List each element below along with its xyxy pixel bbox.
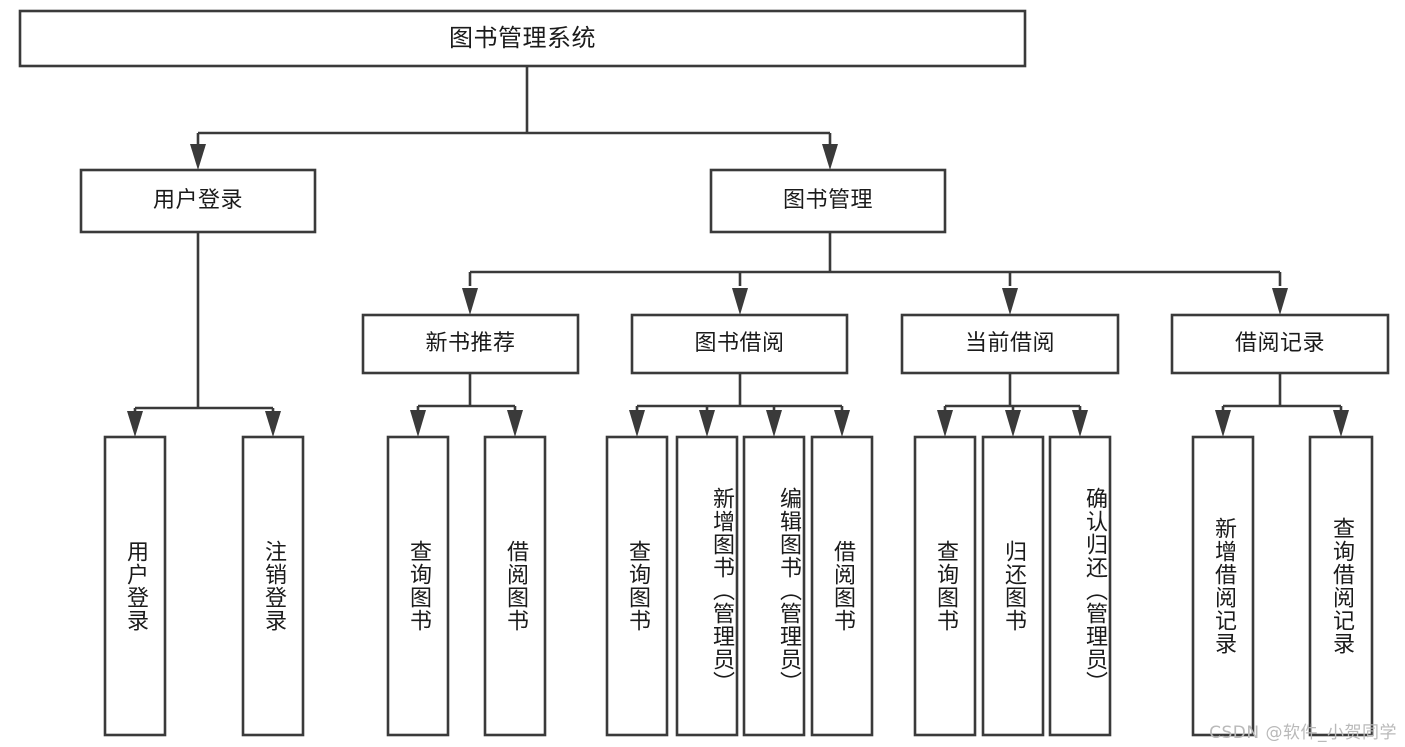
- arrow-head-user-login: [190, 144, 206, 170]
- arrow-head-borrow-record: [1272, 288, 1288, 315]
- arrow-head-current-borrow: [1002, 288, 1018, 315]
- node-box-leaf-query-book-current[interactable]: [913, 435, 977, 737]
- node-box-root[interactable]: [18, 9, 1027, 68]
- node-box-book-borrow[interactable]: [630, 313, 849, 375]
- node-box-leaf-logout-login[interactable]: [241, 435, 305, 737]
- node-box-leaf-query-book-borrow[interactable]: [605, 435, 669, 737]
- arrow-head-leaf-add-book-admin: [699, 410, 715, 437]
- arrow-head-leaf-borrow-book-rec: [507, 410, 523, 437]
- arrow-head-leaf-query-book-current: [937, 410, 953, 437]
- connector-root-to-level1: [190, 66, 838, 170]
- connector-new-book-recommend-to-leaves: [410, 373, 523, 437]
- arrow-head-leaf-return-book: [1005, 410, 1021, 437]
- node-box-book-manage[interactable]: [709, 168, 947, 234]
- node-box-borrow-record[interactable]: [1170, 313, 1390, 375]
- node-box-leaf-confirm-return-admin[interactable]: [1048, 435, 1112, 737]
- node-box-leaf-edit-book-admin[interactable]: [742, 435, 806, 737]
- connector-borrow-record-to-leaves: [1215, 373, 1349, 437]
- arrow-head-new-book-recommend: [462, 288, 478, 315]
- arrow-head-leaf-edit-book-admin: [766, 410, 782, 437]
- arrow-head-leaf-query-book-borrow: [629, 410, 645, 437]
- arrow-head-leaf-add-borrow-record: [1215, 410, 1231, 437]
- node-box-leaf-return-book[interactable]: [981, 435, 1045, 737]
- arrow-head-leaf-confirm-return-admin: [1072, 410, 1088, 437]
- node-box-leaf-query-book-rec[interactable]: [386, 435, 450, 737]
- connector-current-borrow-to-leaves: [937, 373, 1088, 437]
- node-box-user-login[interactable]: [79, 168, 317, 234]
- node-box-leaf-borrow-book[interactable]: [810, 435, 874, 737]
- node-box-new-book-recommend[interactable]: [361, 313, 580, 375]
- arrow-head-leaf-query-borrow-record: [1333, 410, 1349, 437]
- connector-book-manage-to-level2: [462, 232, 1288, 315]
- connector-user-login-to-leaves: [127, 232, 281, 437]
- arrow-head-leaf-logout-login: [265, 411, 281, 437]
- node-box-leaf-borrow-book-rec[interactable]: [483, 435, 547, 737]
- node-box-leaf-add-book-admin[interactable]: [675, 435, 739, 737]
- arrow-head-leaf-user-login: [127, 411, 143, 437]
- node-box-leaf-add-borrow-record[interactable]: [1191, 435, 1255, 737]
- arrow-head-leaf-borrow-book: [834, 410, 850, 437]
- node-box-leaf-user-login[interactable]: [103, 435, 167, 737]
- node-box-current-borrow[interactable]: [900, 313, 1120, 375]
- arrow-head-book-borrow: [732, 288, 748, 315]
- arrow-head-leaf-query-book-rec: [410, 410, 426, 437]
- connector-book-borrow-to-leaves: [629, 373, 850, 437]
- arrow-head-book-manage: [822, 144, 838, 170]
- node-box-leaf-query-borrow-record[interactable]: [1308, 435, 1374, 737]
